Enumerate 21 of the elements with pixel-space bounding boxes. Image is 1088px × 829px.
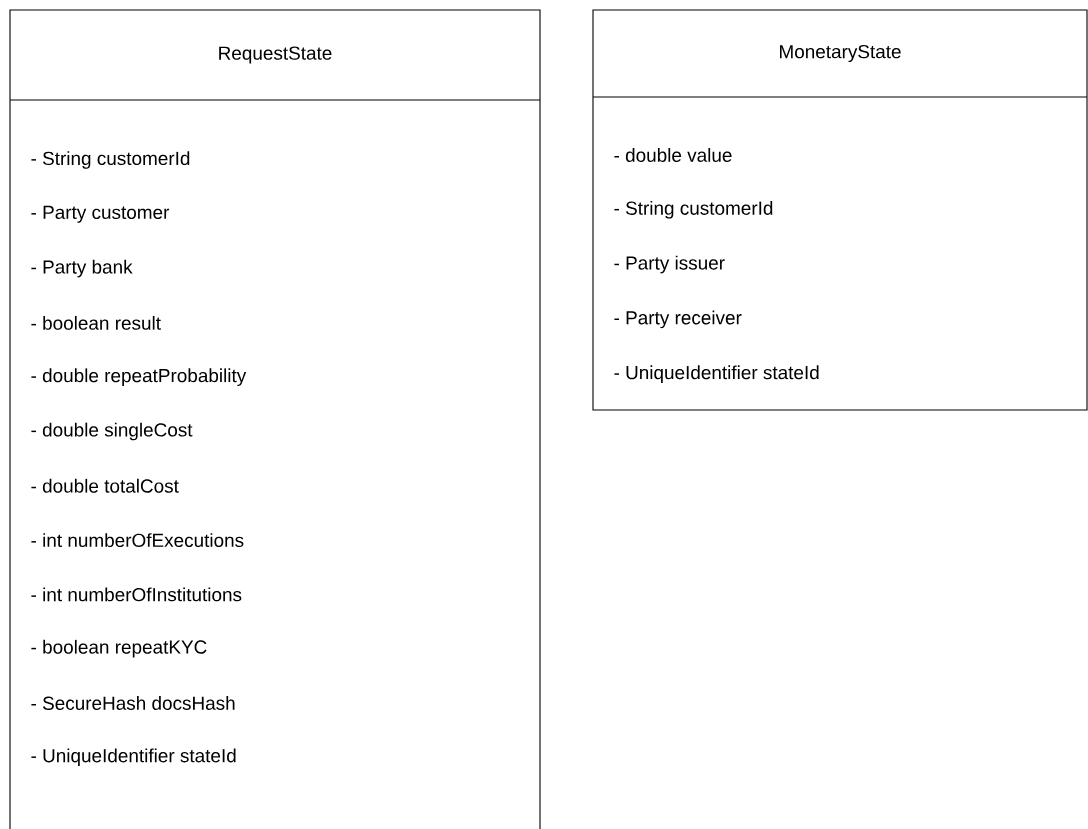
attribute-text: - Party bank — [31, 259, 133, 278]
attribute-text: - SecureHash docsHash — [31, 696, 235, 710]
attribute-text: - String customerId — [614, 200, 773, 219]
attribute-text: - Party receiver — [614, 310, 742, 329]
attribute-text: - int numberOfInstitutions — [31, 587, 242, 602]
attribute-text: - String customerId — [31, 151, 190, 169]
class-box — [9, 9, 541, 829]
attribute-text: - double totalCost — [31, 478, 179, 493]
attribute-text: - double singleCost — [31, 422, 193, 441]
class-box — [592, 9, 1088, 411]
attribute-text: - double value — [614, 148, 732, 162]
attribute-text: - boolean repeatKYC — [31, 639, 207, 658]
attribute-text: - double repeatProbability — [31, 368, 247, 386]
class-name: RequestState — [219, 46, 332, 64]
attribute-text: - boolean result — [31, 315, 161, 330]
attribute-text: - Party issuer — [614, 255, 725, 274]
class-name: MonetaryState — [780, 44, 901, 63]
attribute-text: - UniqueIdentifier stateId — [614, 365, 819, 383]
attribute-text: - Party customer — [31, 205, 170, 223]
attribute-text: - int numberOfExecutions — [31, 533, 244, 548]
attribute-text: - UniqueIdentifier stateId — [31, 748, 236, 767]
